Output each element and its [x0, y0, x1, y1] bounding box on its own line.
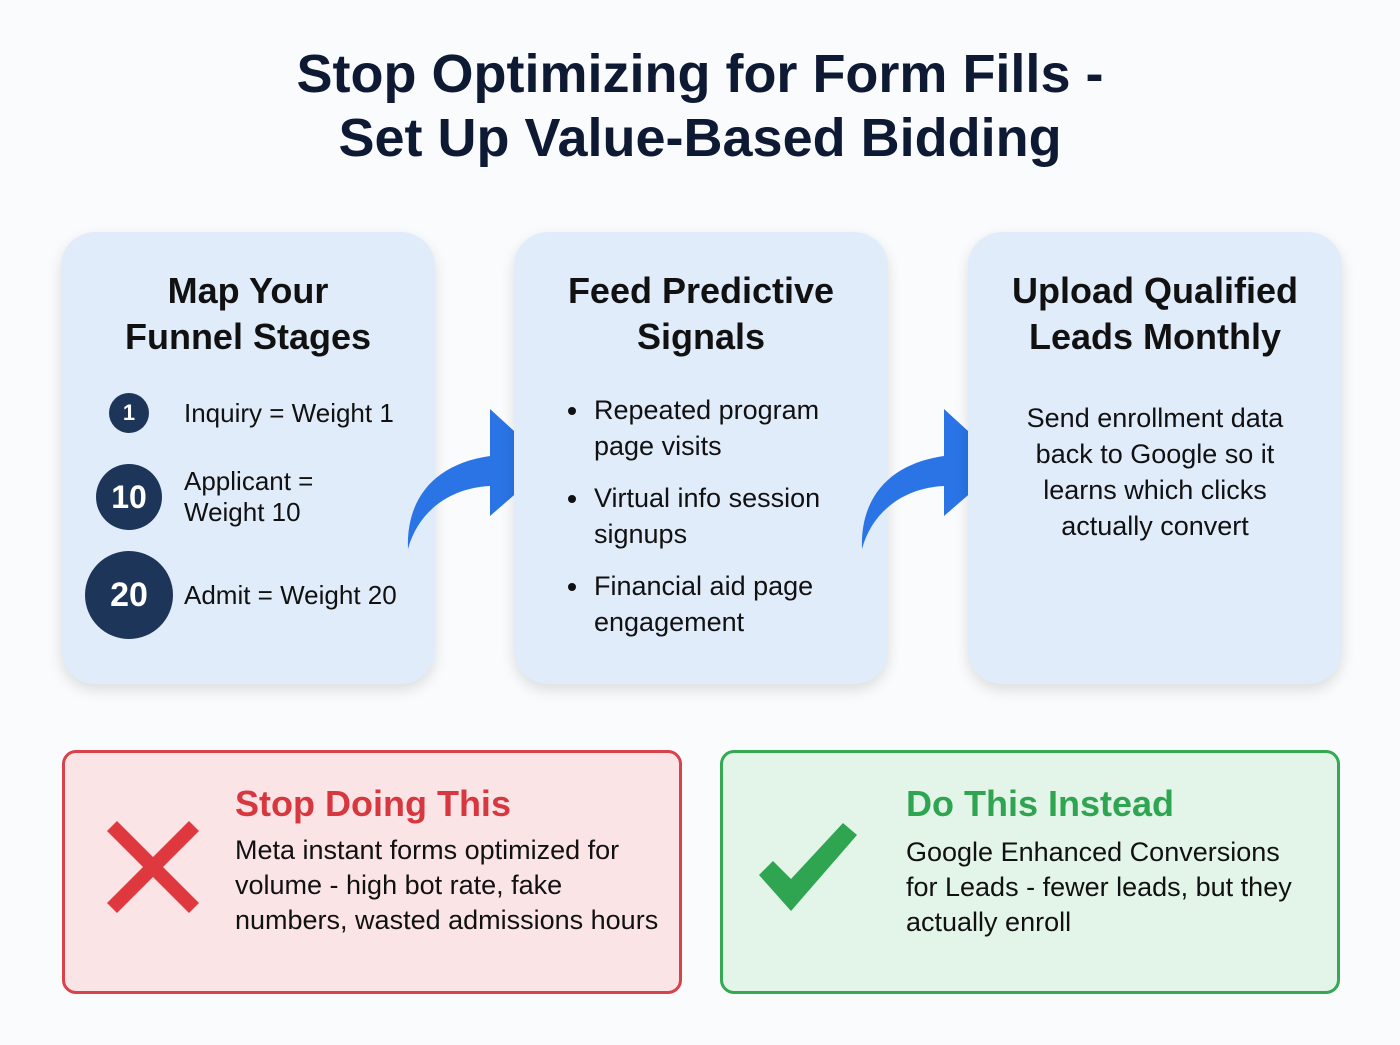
card-title: Upload Qualified Leads Monthly [1011, 270, 1298, 357]
card-title: Feed Predictive Signals [567, 270, 835, 357]
stop-description: Meta instant forms optimized for volume … [235, 835, 659, 935]
stage-label: Admit = Weight 20 [184, 579, 397, 610]
card-title: Map Your Funnel Stages [124, 270, 372, 357]
title-line-1: Stop Optimizing for Form Fills - [296, 44, 1104, 104]
stage-admit: 20 Admit = Weight 20 [85, 551, 397, 639]
card-description: Send enrollment data back to Google so i… [1026, 403, 1284, 541]
check-mark-icon [759, 823, 857, 911]
do-description: Google Enhanced Conversions for Leads - … [906, 837, 1292, 937]
stage-applicant: 10 Applicant = Weight 10 [96, 464, 313, 530]
step-card-upload-leads: Upload Qualified Leads Monthly Send enro… [968, 232, 1342, 684]
stop-heading: Stop Doing This [235, 783, 511, 824]
signal-list: Repeated program page visits Virtual inf… [562, 392, 862, 656]
weight-badge: 10 [96, 464, 162, 530]
do-instead-box: Do This Instead Google Enhanced Conversi… [720, 750, 1340, 994]
x-mark-icon [107, 821, 199, 913]
stage-label: Inquiry = Weight 1 [184, 397, 394, 428]
weight-badge: 1 [109, 393, 149, 433]
step-card-predictive-signals: Feed Predictive Signals Repeated program… [514, 232, 888, 684]
do-heading: Do This Instead [906, 783, 1175, 824]
weight-badge: 20 [85, 551, 173, 639]
stage-inquiry: 1 Inquiry = Weight 1 [109, 393, 394, 433]
title-line-2: Set Up Value-Based Bidding [338, 108, 1062, 168]
page-title: Stop Optimizing for Form Fills - Set Up … [0, 42, 1400, 170]
list-item: Financial aid page engagement [562, 568, 862, 640]
list-item: Repeated program page visits [562, 392, 862, 464]
step-card-funnel-stages: Map Your Funnel Stages 1 Inquiry = Weigh… [61, 232, 435, 684]
stop-doing-box: Stop Doing This Meta instant forms optim… [62, 750, 682, 994]
list-item: Virtual info session signups [562, 480, 862, 552]
stage-label: Applicant = Weight 10 [184, 466, 314, 527]
